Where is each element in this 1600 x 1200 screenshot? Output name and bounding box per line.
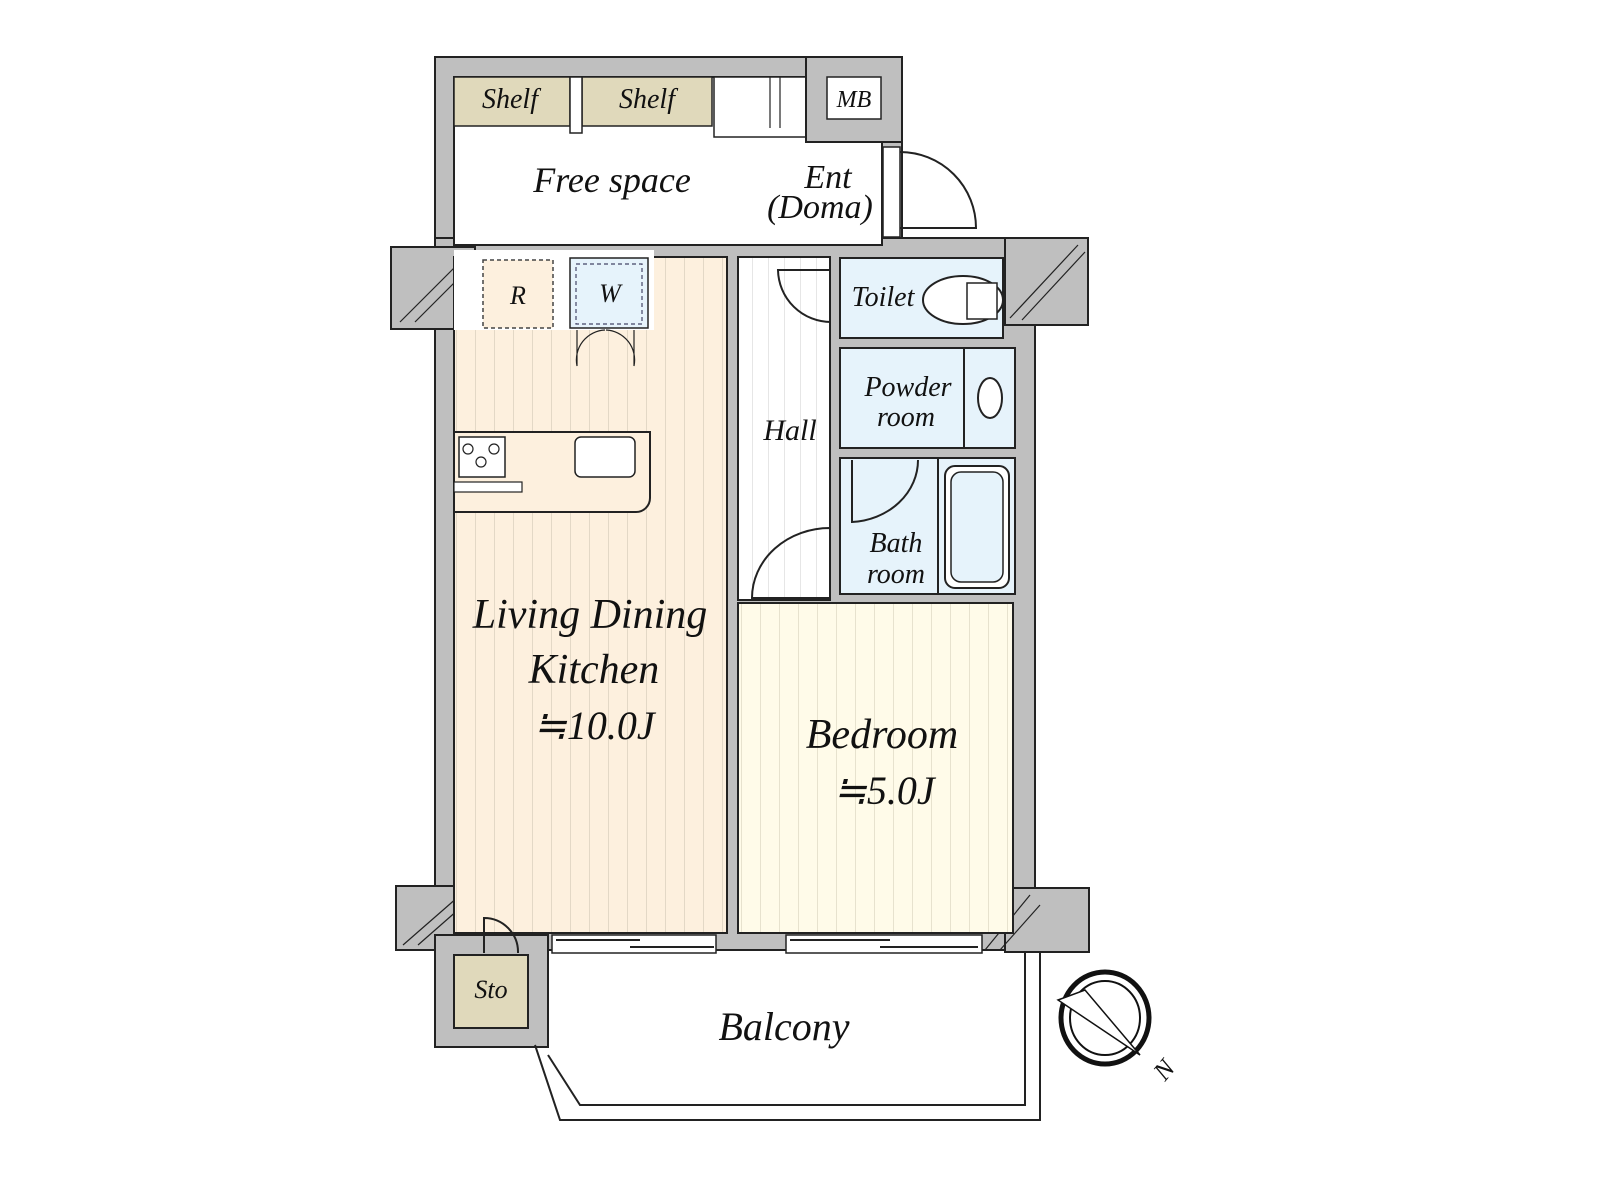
refrigerator-label: R — [509, 281, 526, 310]
toilet-door[interactable] — [776, 269, 832, 323]
free-space-label: Free space — [532, 160, 691, 200]
entrance-label-2: (Doma) — [767, 189, 873, 226]
entrance-label-1: Ent — [803, 159, 853, 196]
refrigerator-space — [482, 259, 554, 329]
toilet-label: Toilet — [852, 282, 916, 313]
washer-door[interactable] — [575, 329, 636, 367]
ldk-label-2: Kitchen — [528, 647, 660, 693]
storage-label: Sto — [474, 975, 507, 1004]
closet — [713, 76, 807, 138]
storage-door[interactable] — [483, 916, 520, 954]
hall-label: Hall — [762, 414, 816, 447]
bedroom — [737, 602, 1014, 934]
shelf-2-label: Shelf — [619, 84, 678, 115]
ldk-label-1: Living Dining — [472, 592, 708, 638]
compass-north-label: N — [1147, 1053, 1182, 1087]
shelf-1-label: Shelf — [482, 84, 541, 115]
washbasin-icon — [977, 377, 1003, 419]
washer-space — [569, 257, 649, 329]
entrance-door[interactable] — [882, 146, 978, 238]
hall — [737, 256, 831, 601]
bath-label-2: room — [867, 559, 925, 590]
compass-icon: N — [1056, 969, 1182, 1087]
bedroom-size: ≒5.0J — [833, 768, 937, 813]
bedroom-door[interactable] — [750, 527, 831, 599]
bath-label-1: Bath — [870, 528, 923, 559]
powder-label-2: room — [877, 402, 935, 433]
shelf-2 — [581, 76, 713, 127]
sink-icon — [574, 436, 636, 478]
balcony-windows[interactable] — [551, 934, 983, 954]
powder-label-1: Powder — [863, 372, 951, 403]
living-dining-kitchen — [453, 256, 728, 934]
ldk-size: ≒10.0J — [533, 703, 657, 748]
meter-box — [826, 76, 882, 120]
balcony — [534, 953, 1041, 1121]
storage — [453, 954, 529, 1029]
balcony-label: Balcony — [718, 1004, 849, 1049]
bedroom-label: Bedroom — [806, 712, 958, 758]
shelf-1 — [453, 76, 571, 127]
kitchen-counter — [453, 431, 651, 513]
washer-label: W — [599, 279, 623, 308]
mb-label: MB — [836, 87, 872, 113]
bath-door[interactable] — [851, 459, 920, 524]
